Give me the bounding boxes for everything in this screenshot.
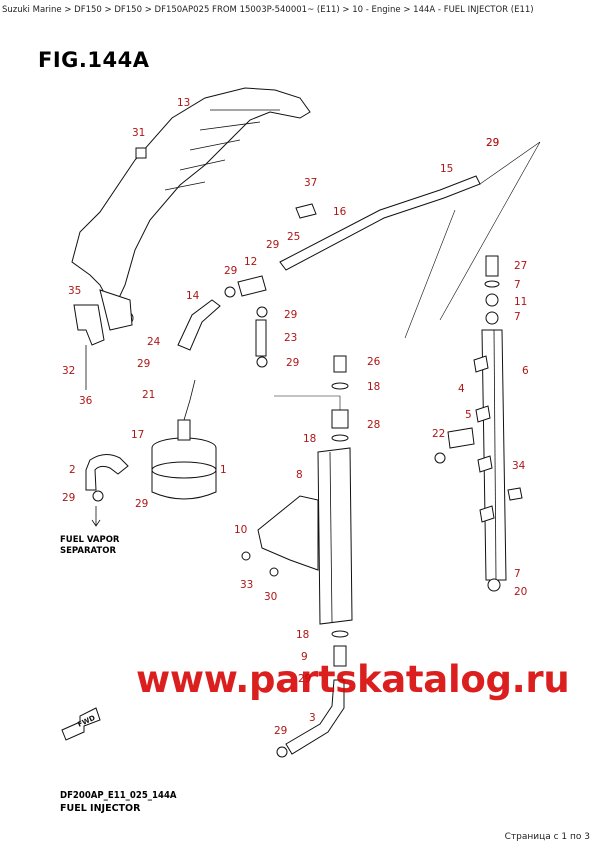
fwd-label: FWD	[76, 714, 96, 729]
callout-29-k: 29	[274, 725, 287, 737]
clip-37	[295, 203, 317, 219]
callout-29-e: 29	[266, 239, 279, 251]
figure-title: FIG.144A	[38, 48, 150, 72]
callout-18-a: 18	[367, 381, 380, 393]
callout-29-h: 29	[286, 357, 299, 369]
fwd-arrow	[61, 707, 101, 741]
callout-25: 25	[287, 231, 300, 243]
callout-26: 26	[367, 356, 381, 368]
callout-29-i: 29	[486, 137, 499, 149]
bracket-10	[257, 495, 319, 571]
joint-9	[333, 645, 347, 667]
callout-29-b: 29	[62, 492, 75, 504]
bolt-27	[485, 255, 499, 277]
fuel-delivery-rail	[473, 311, 507, 592]
breadcrumb[interactable]: Suzuki Marine > DF150 > DF150 > DF150AP0…	[2, 5, 534, 15]
callout-1: 1	[220, 464, 227, 476]
callout-12: 12	[244, 256, 257, 268]
callout-37: 37	[304, 177, 317, 189]
callout-10: 10	[234, 524, 247, 536]
callout-21: 21	[142, 389, 155, 401]
callout-7-c: 7	[514, 568, 521, 580]
callout-33: 33	[240, 579, 253, 591]
callout-6: 6	[522, 365, 529, 377]
callout-15: 15	[440, 163, 453, 175]
callout-32: 32	[62, 365, 75, 377]
callout-36: 36	[79, 395, 93, 407]
pagination[interactable]: Страница с 1 по 3	[504, 832, 590, 842]
callout-31: 31	[132, 127, 145, 139]
fuel-vapor-separator-label-2: SEPARATOR	[60, 546, 116, 556]
fuel-vapor-separator-label-1: FUEL VAPOR	[60, 535, 120, 545]
bracket-35	[73, 304, 105, 346]
callout-29-g: 29	[284, 309, 297, 321]
callout-18-c: 18	[296, 629, 309, 641]
hose-2	[85, 454, 129, 491]
callout-16: 16	[333, 206, 347, 218]
callout-5: 5	[465, 409, 472, 421]
callouts: 13 31 35 32 36 14 24 29 21 17 2 29 29 1 …	[62, 97, 529, 737]
callout-8: 8	[296, 469, 303, 481]
callout-28: 28	[367, 419, 380, 431]
watermark: www.partskatalog.ru	[136, 658, 570, 701]
callout-2: 2	[69, 464, 76, 476]
callout-29-f: 29	[224, 265, 237, 277]
high-pressure-pump-column	[317, 447, 353, 625]
bolt-26	[333, 355, 347, 373]
cover-bracket	[71, 87, 311, 301]
callout-20: 20	[514, 586, 527, 598]
callout-7-b: 7	[514, 311, 521, 323]
bolt-31	[135, 147, 147, 159]
callout-30: 30	[264, 591, 277, 603]
bolt-34	[507, 487, 523, 501]
callout-27: 27	[514, 260, 527, 272]
callout-29-c: 29	[135, 498, 148, 510]
callout-14: 14	[186, 290, 200, 302]
hose-23	[255, 319, 267, 357]
callout-3: 3	[309, 712, 316, 724]
callout-24: 24	[147, 336, 161, 348]
callout-29-d: 29	[486, 137, 499, 149]
figure-subtitle: FUEL INJECTOR	[60, 803, 141, 814]
callout-9: 9	[301, 651, 308, 663]
callout-13: 13	[177, 97, 190, 109]
connector-12	[237, 275, 267, 297]
fuel-vapor-separator	[151, 379, 217, 500]
callout-4: 4	[458, 383, 465, 395]
callout-29-a: 29	[137, 358, 150, 370]
fitting-28	[331, 409, 349, 429]
hose-14	[177, 299, 221, 351]
hose-3	[285, 679, 345, 755]
callout-34: 34	[512, 460, 526, 472]
callout-18-b: 18	[303, 433, 316, 445]
fuel-injector	[447, 427, 475, 449]
callout-17: 17	[131, 429, 144, 441]
callout-22: 22	[432, 428, 445, 440]
callout-23: 23	[284, 332, 297, 344]
figure-code: DF200AP_E11_025_144A	[60, 790, 177, 801]
callout-7-a: 7	[514, 279, 521, 291]
callout-11: 11	[514, 296, 527, 308]
callout-35: 35	[68, 285, 81, 297]
callout-29-j: 29	[298, 673, 311, 685]
